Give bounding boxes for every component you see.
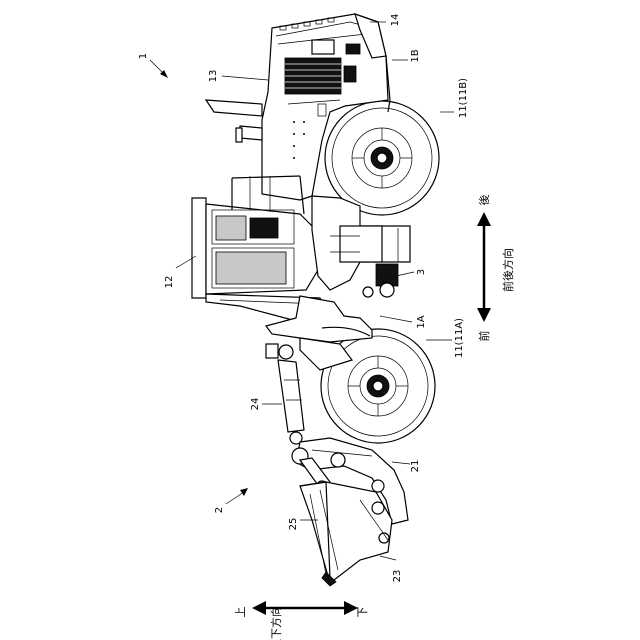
label-bucket: 23 — [392, 570, 403, 583]
label-boom: 21 — [410, 460, 421, 473]
direction-down-label: 下 — [356, 607, 369, 618]
back-arrowhead — [477, 212, 491, 226]
label-bucket-link: 25 — [288, 518, 299, 531]
rear-wheel — [325, 101, 439, 215]
label-cab: 12 — [164, 276, 175, 289]
label-boom-cylinder: 24 — [250, 398, 261, 411]
boom-cylinder — [266, 344, 304, 444]
exhaust-pipe — [206, 100, 262, 142]
up-down-direction-indicator: 上 下 上下方向 — [234, 601, 369, 640]
up-down-direction-caption: 上下方向 — [269, 606, 283, 640]
direction-front-label: 前 — [477, 331, 491, 342]
label-engine-hood: 13 — [208, 70, 219, 83]
direction-up-label: 上 — [234, 607, 247, 618]
direction-back-label: 後 — [477, 195, 491, 206]
bucket — [300, 482, 392, 586]
label-rear-frame: 1B — [410, 49, 421, 62]
label-rear-part: 14 — [390, 14, 401, 27]
label-front-frame: 1A — [416, 315, 427, 328]
label-joint: 3 — [416, 269, 427, 275]
front-arrowhead — [477, 308, 491, 322]
up-arrowhead — [252, 601, 266, 615]
label-vehicle: 1 — [138, 53, 149, 59]
label-front-wheel: 11(11A) — [454, 318, 465, 358]
label-rear-wheel: 11(11B) — [458, 78, 469, 118]
front-back-direction-indicator: 後 前 前後方向 — [477, 195, 515, 342]
front-back-direction-caption: 前後方向 — [501, 248, 515, 292]
label-work-machine: 2 — [214, 507, 225, 513]
